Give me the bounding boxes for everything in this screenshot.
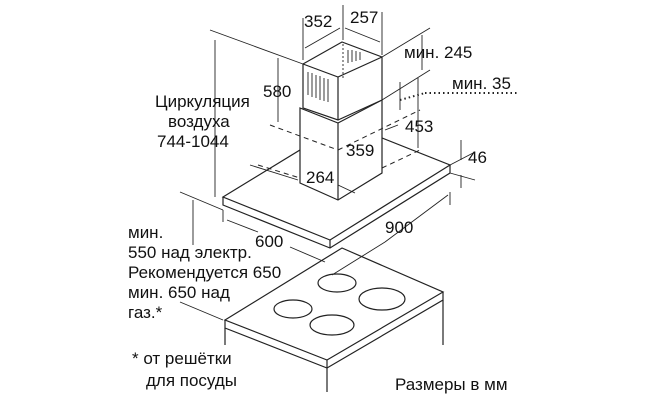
dim-257: 257: [350, 8, 378, 27]
dim-453: 453: [405, 117, 433, 136]
dim-264: 264: [306, 168, 334, 187]
lower-chimney: [269, 99, 421, 201]
dimension-lines: [179, 5, 518, 321]
dim-min-245: мин. 245: [404, 43, 472, 62]
burner: [273, 299, 313, 319]
units-label: Размеры в мм: [395, 375, 508, 394]
burner: [358, 287, 406, 311]
circulation-range: 744-1044: [157, 132, 229, 151]
dim-min-35: мин. 35: [452, 74, 511, 93]
clearance-note: Рекомендуется 650: [128, 263, 281, 282]
burner: [317, 273, 357, 293]
dim-900: 900: [385, 218, 413, 237]
clearance-note: мин.: [128, 223, 163, 242]
cooktop: [223, 247, 445, 392]
dim-352: 352: [304, 12, 332, 31]
dim-580: 580: [263, 82, 291, 101]
footnote: * от решётки: [132, 349, 232, 368]
clearance-note: газ.*: [128, 303, 163, 322]
clearance-note: 550 над электр.: [128, 243, 252, 262]
dim-359: 359: [346, 141, 374, 160]
dimension-labels: 352 257 мин. 245 мин. 35 580 453 359 264…: [128, 8, 511, 394]
dim-600: 600: [255, 232, 283, 251]
clearance-note: мин. 650 над: [128, 283, 230, 302]
dim-46: 46: [468, 148, 487, 167]
circulation-label: Циркуляция: [155, 92, 250, 111]
circulation-label: воздуха: [168, 112, 230, 131]
burner: [309, 314, 355, 336]
footnote: для посуды: [146, 371, 237, 390]
